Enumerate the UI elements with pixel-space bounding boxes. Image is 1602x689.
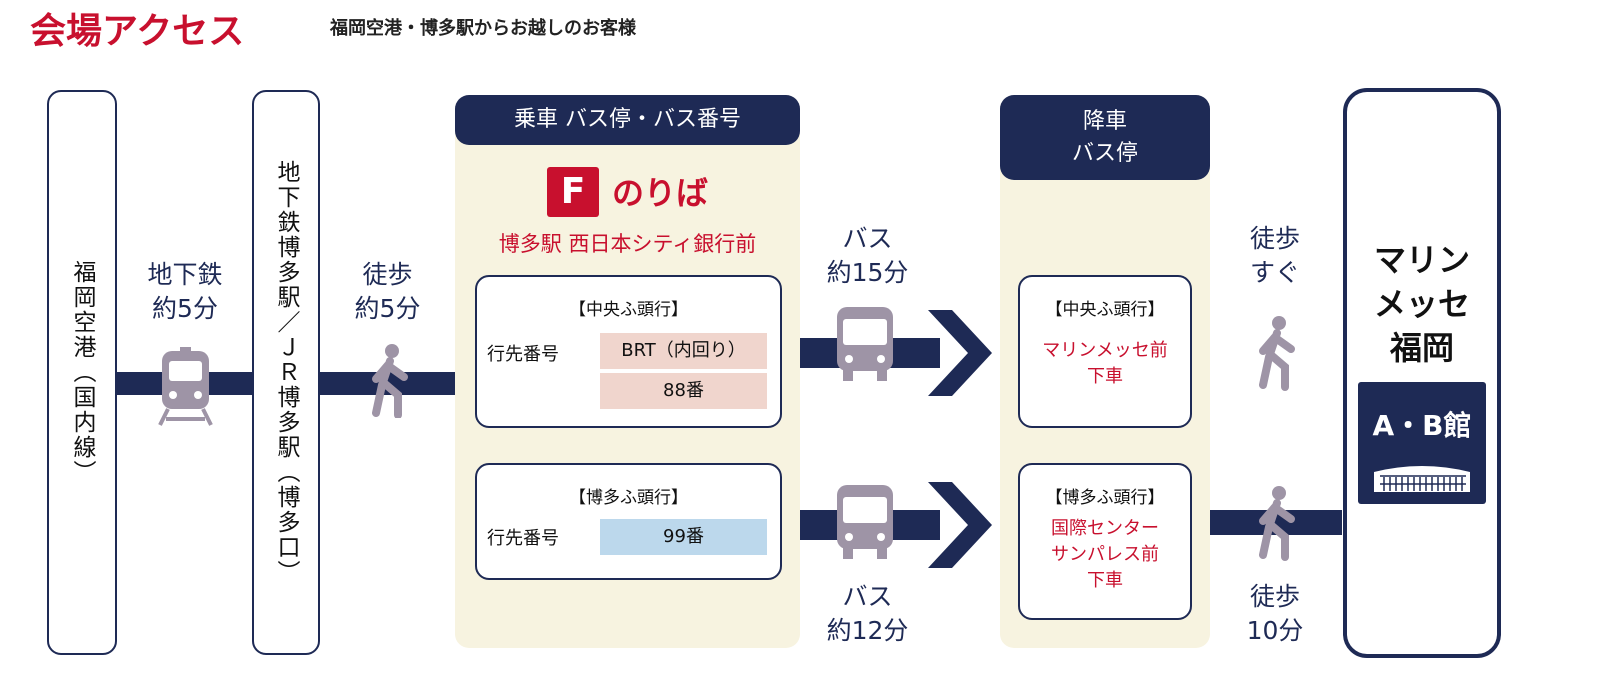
alight-card-chuo: 【中央ふ頭行】 マリンメッセ前 下車 bbox=[1018, 275, 1192, 428]
alight-stop-name: 国際センター サンパレス前 下車 bbox=[1051, 518, 1159, 591]
alight-route-title: 【中央ふ頭行】 bbox=[1045, 300, 1165, 320]
walker-icon bbox=[1259, 486, 1295, 561]
alight-card-hakata: 【博多ふ頭行】 国際センター サンパレス前 下車 bbox=[1018, 463, 1192, 620]
alight-route-title: 【博多ふ頭行】 bbox=[1045, 488, 1165, 508]
hall-badge: A・B館 bbox=[1358, 382, 1486, 504]
stop-venue bbox=[1343, 88, 1501, 658]
boarding-stop-name: 博多駅 西日本シティ銀行前 bbox=[498, 232, 757, 256]
route-title: 【博多ふ頭行】 bbox=[569, 488, 688, 508]
bus-icon bbox=[837, 307, 893, 381]
stop-hakata: 地下鉄博多駅／ＪＲ博多駅（博多口） bbox=[252, 90, 320, 655]
page-subtitle: 福岡空港・博多駅からお越しのお客様 bbox=[330, 18, 636, 39]
page-title: 会場アクセス bbox=[30, 11, 245, 52]
arrow-right-icon bbox=[928, 482, 992, 568]
hall-label: A・B館 bbox=[1372, 409, 1472, 442]
train-icon bbox=[158, 347, 213, 426]
alighting-header: 降車 バス停 bbox=[1000, 95, 1210, 180]
stop-hakata-label: 地下鉄博多駅／ＪＲ博多駅（博多口） bbox=[273, 160, 299, 585]
leg-bus-15: バス 約15分 bbox=[826, 224, 909, 287]
route-number: BRT（内回り） bbox=[600, 333, 767, 369]
leg-subway: 地下鉄 約5分 bbox=[147, 260, 223, 323]
platform-letter-badge: F bbox=[547, 167, 599, 217]
alight-stop-name: マリンメッセ前 下車 bbox=[1042, 340, 1168, 387]
route-title: 【中央ふ頭行】 bbox=[569, 300, 688, 320]
walker-icon bbox=[372, 344, 408, 418]
leg-walk-10: 徒歩 10分 bbox=[1246, 582, 1304, 645]
platform-label: のりば bbox=[612, 174, 709, 212]
arena-icon bbox=[1374, 466, 1470, 492]
leg-walk-5: 徒歩 約5分 bbox=[354, 260, 421, 323]
leg-walk-soon: 徒歩 すぐ bbox=[1249, 224, 1300, 287]
route-number: 88番 bbox=[600, 373, 767, 409]
boarding-header: 乗車 バス停・バス番号 bbox=[455, 95, 800, 145]
leg-bus-12: バス 約12分 bbox=[826, 582, 909, 645]
route-card-chuo: 【中央ふ頭行】 行先番号 BRT（内回り） 88番 bbox=[475, 275, 782, 428]
stop-airport-label: 福岡空港（国内線） bbox=[69, 260, 95, 485]
venue-name: マリン メッセ 福岡 bbox=[1373, 241, 1470, 367]
arrow-right-icon bbox=[928, 310, 992, 396]
bus-icon bbox=[837, 485, 893, 559]
walker-icon bbox=[1259, 316, 1295, 391]
route-number-label: 行先番号 bbox=[487, 344, 559, 365]
route-number: 99番 bbox=[600, 519, 767, 555]
route-card-hakata: 【博多ふ頭行】 行先番号 99番 bbox=[475, 463, 782, 580]
route-number-label: 行先番号 bbox=[487, 528, 559, 549]
stop-airport: 福岡空港（国内線） bbox=[47, 90, 117, 655]
